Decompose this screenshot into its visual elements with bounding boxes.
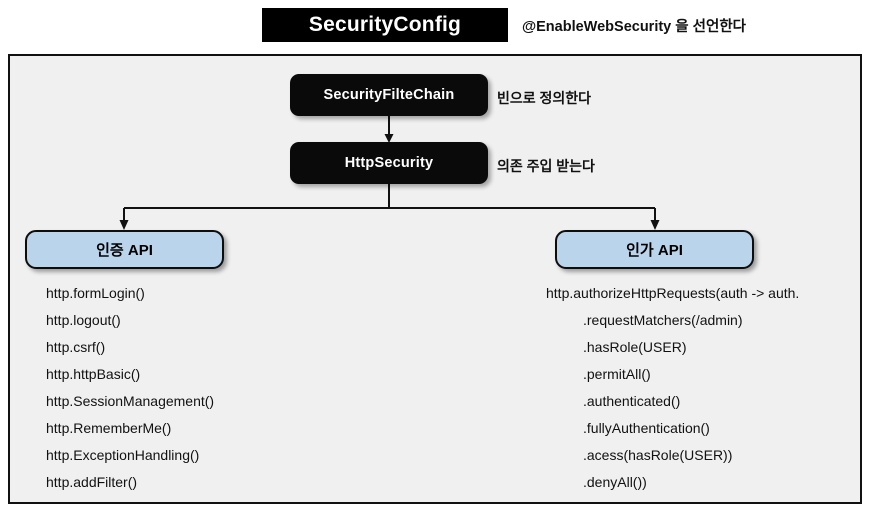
code-line: .authenticated(): [583, 393, 681, 409]
code-line: http.logout(): [46, 312, 121, 328]
page-title: SecurityConfig: [262, 8, 508, 42]
node-security-filter-chain: SecurityFilteChain: [290, 74, 488, 116]
node-authorization-api: 인가 API: [555, 230, 754, 269]
authentication-api-method-list: http.formLogin() http.logout() http.csrf()…: [46, 280, 214, 496]
code-line: http.formLogin(): [46, 285, 145, 301]
diagram-frame: SecurityFilteChain 빈으로 정의한다 HttpSecurity…: [8, 54, 862, 504]
node-authentication-api: 인증 API: [25, 230, 224, 269]
code-line: .denyAll()): [583, 474, 647, 490]
code-line: .hasRole(USER): [583, 339, 687, 355]
code-line: .acess(hasRole(USER)): [583, 447, 733, 463]
node-http-security: HttpSecurity: [290, 142, 488, 184]
code-line: http.csrf(): [46, 339, 106, 355]
annotation-http-security: 의존 주입 받는다: [497, 158, 595, 174]
code-line: http.RememberMe(): [46, 420, 172, 436]
code-line: http.SessionManagement(): [46, 393, 215, 409]
page-title-annotation: @EnableWebSecurity 을 선언한다: [522, 19, 747, 35]
code-line: http.addFilter(): [46, 474, 138, 490]
code-line: .requestMatchers(/admin): [583, 312, 743, 328]
code-line: .fullyAuthentication(): [583, 420, 710, 436]
code-line: http.ExceptionHandling(): [46, 447, 200, 463]
authorization-api-method-list: http.authorizeHttpRequests(auth -> auth.…: [546, 280, 799, 496]
annotation-security-filter-chain: 빈으로 정의한다: [497, 90, 592, 106]
code-line: http.authorizeHttpRequests(auth -> auth.: [546, 285, 800, 301]
code-line: .permitAll(): [583, 366, 651, 382]
code-line: http.httpBasic(): [46, 366, 141, 382]
